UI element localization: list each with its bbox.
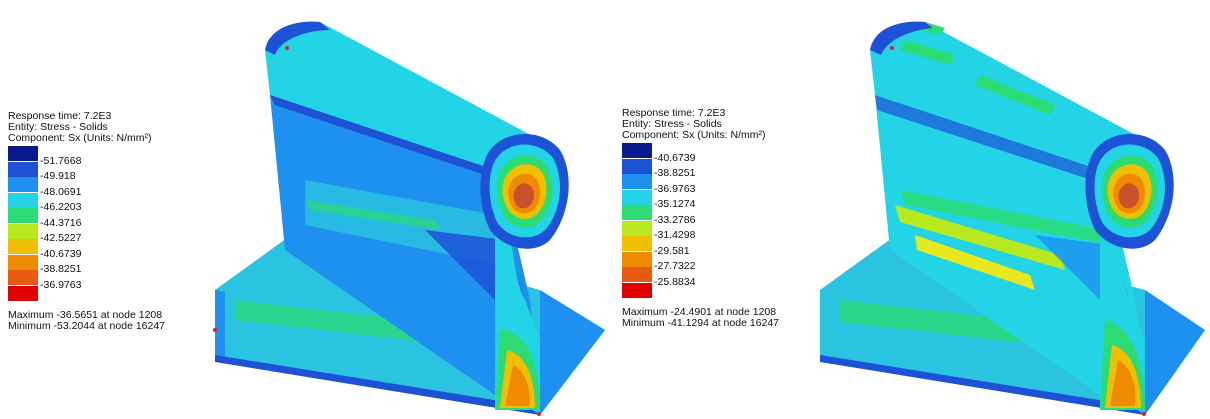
scale-swatch xyxy=(622,158,652,174)
legend-header: Response time: 7.2E3 Entity: Stress - So… xyxy=(622,108,779,141)
scale-swatch xyxy=(8,161,38,177)
scale-tick-label: -38.8251 xyxy=(40,263,82,275)
scale-tick-label: -51.7668 xyxy=(40,154,82,167)
scale-swatch xyxy=(622,143,652,158)
entity-label: Entity: Stress - Solids xyxy=(8,121,108,133)
scale-swatch xyxy=(622,189,652,205)
minimum-label: Minimum -41.1294 at node 16247 xyxy=(622,317,780,329)
scale-tick-label: -31.4298 xyxy=(654,229,696,241)
color-scale: -40.6739 -38.8251 -36.9763 -35.1274 -33.2786… xyxy=(622,143,779,303)
scale-tick-label: -40.6739 xyxy=(654,151,696,164)
entity-label: Entity: Stress - Solids xyxy=(622,118,722,130)
scale-swatch xyxy=(8,285,38,301)
maximum-label: Maximum -36.5651 at node 1208 xyxy=(8,309,163,321)
legend-footer: Maximum -36.5651 at node 1208 Minimum -5… xyxy=(8,310,165,332)
scale-swatch xyxy=(622,205,652,220)
scale-tick-label: -25.8834 xyxy=(654,275,696,288)
component-label: Component: Sx (Units: N/mm²) xyxy=(8,132,152,144)
scale-swatch xyxy=(8,223,38,239)
scale-swatch xyxy=(622,282,652,298)
response-time-label: Response time: 7.2E3 xyxy=(622,107,726,119)
color-scale: -51.7668 -49.918 -48.0691 -46.2203 -44.3716 -… xyxy=(8,146,165,306)
scale-tick-label: -27.7322 xyxy=(654,260,696,272)
rail-head xyxy=(265,21,556,180)
scale-tick-label: -29.581 xyxy=(654,244,690,257)
right-result-panel: Response time: 7.2E3 Entity: Stress - So… xyxy=(605,0,1210,419)
response-time-label: Response time: 7.2E3 xyxy=(8,110,112,122)
scale-tick-label: -38.8251 xyxy=(654,167,696,179)
scale-swatch xyxy=(8,177,38,192)
scale-swatch xyxy=(8,270,38,285)
rail-stress-contour-plot xyxy=(820,21,1205,416)
scale-swatch xyxy=(8,254,38,270)
scale-swatch xyxy=(8,208,38,223)
scale-tick-label: -44.3716 xyxy=(40,216,82,229)
rail-stress-contour-plot xyxy=(213,21,605,416)
scale-tick-label: -40.6739 xyxy=(40,247,82,260)
minimum-label: Minimum -53.2044 at node 16247 xyxy=(8,320,166,332)
scale-swatch xyxy=(622,236,652,251)
scale-swatch xyxy=(622,220,652,236)
scale-swatch xyxy=(8,192,38,208)
scale-tick-label: -49.918 xyxy=(40,170,76,182)
scale-tick-label: -33.2786 xyxy=(654,213,696,226)
legend: Response time: 7.2E3 Entity: Stress - So… xyxy=(8,111,165,332)
scale-swatch xyxy=(8,146,38,161)
left-result-panel: Response time: 7.2E3 Entity: Stress - So… xyxy=(8,21,605,416)
legend-footer: Maximum -24.4901 at node 1208 Minimum -4… xyxy=(622,307,779,329)
scale-swatch xyxy=(622,251,652,267)
scale-tick-label: -36.9763 xyxy=(654,182,696,195)
scale-swatch xyxy=(622,267,652,282)
scale-tick-label: -42.5227 xyxy=(40,232,82,244)
scale-swatch xyxy=(8,239,38,254)
scale-tick-label: -36.9763 xyxy=(40,278,82,291)
maximum-label: Maximum -24.4901 at node 1208 xyxy=(622,306,777,318)
scale-tick-label: -46.2203 xyxy=(40,201,82,213)
legend: Response time: 7.2E3 Entity: Stress - So… xyxy=(622,108,779,329)
legend-header: Response time: 7.2E3 Entity: Stress - So… xyxy=(8,111,165,144)
scale-tick-label: -48.0691 xyxy=(40,185,82,198)
scale-swatch xyxy=(622,174,652,189)
component-label: Component: Sx (Units: N/mm²) xyxy=(622,129,766,141)
scale-tick-label: -35.1274 xyxy=(654,198,696,210)
